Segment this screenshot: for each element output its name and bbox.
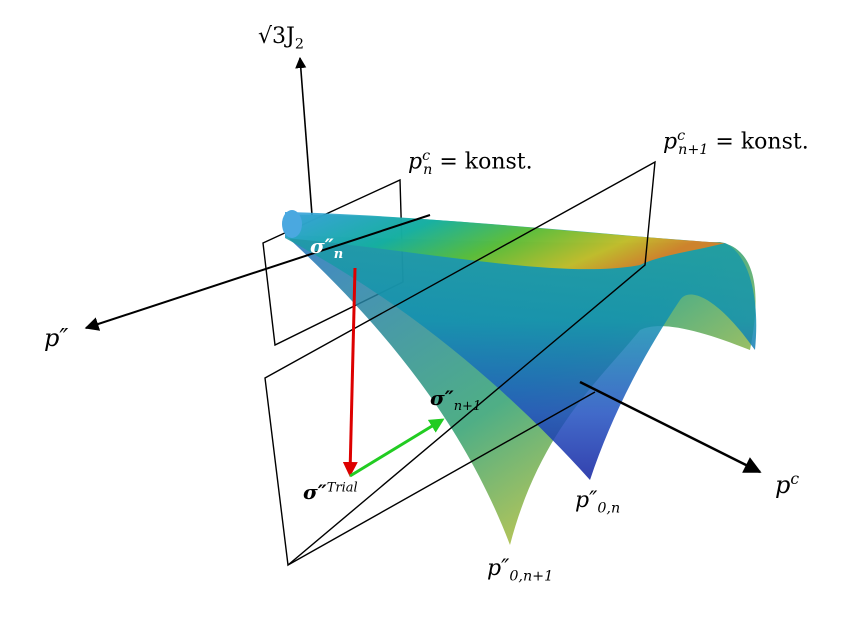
p0n1-label: p″0,n+1 [487,556,554,585]
p0n-label: p″0,n [575,488,621,517]
yield-surface-apex [282,210,302,238]
pc-axis-label: pc [775,470,800,499]
return-mapping-vector [349,418,445,478]
p-double-prime-label: p″ [44,324,69,352]
plane-pn1-label: pcn+1 = konst. [663,128,809,158]
vertical-axis [295,56,313,216]
sigma-n-label: σ″n [310,234,344,262]
pc-axis [579,380,762,474]
sigma-n1-label: σ″n+1 [430,386,482,414]
trial-stress-vector [342,267,358,477]
yield-surface-n [285,214,757,480]
sigma-trial-label: σ″Trial [303,480,358,504]
plane-edge [287,391,596,566]
plane-pn-label: pcn = konst. [408,148,533,178]
vertical-axis-label: √3J2 [258,24,304,53]
plane-pn1-const [264,160,656,567]
p-double-prime-axis [84,214,431,331]
